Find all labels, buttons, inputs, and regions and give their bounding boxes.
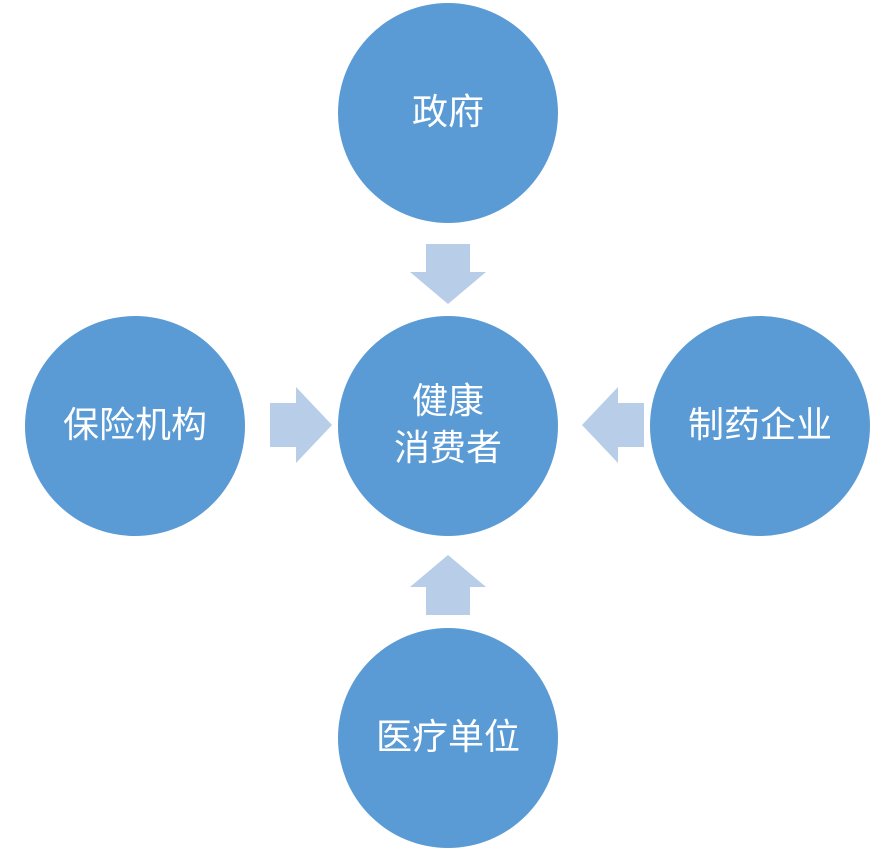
arrow-left-icon [572, 385, 652, 465]
medical-unit-label: 医疗单位 [375, 716, 520, 758]
medical-unit-node: 医疗单位 [338, 628, 558, 848]
health-consumer-node: 健康 消费者 [338, 316, 558, 536]
pharma-node: 制药企业 [650, 316, 870, 536]
insurance-label: 保险机构 [62, 404, 207, 446]
health-consumer-label-line2: 消费者 [393, 428, 502, 469]
pharma-label: 制药企业 [687, 404, 832, 446]
government-label: 政府 [411, 91, 484, 133]
arrow-right-icon [262, 385, 342, 465]
arrow-up-icon [408, 547, 488, 627]
government-node: 政府 [338, 3, 558, 223]
health-consumer-label-line1: 健康 [411, 381, 484, 423]
arrow-down-icon [408, 232, 488, 312]
insurance-node: 保险机构 [25, 316, 245, 536]
